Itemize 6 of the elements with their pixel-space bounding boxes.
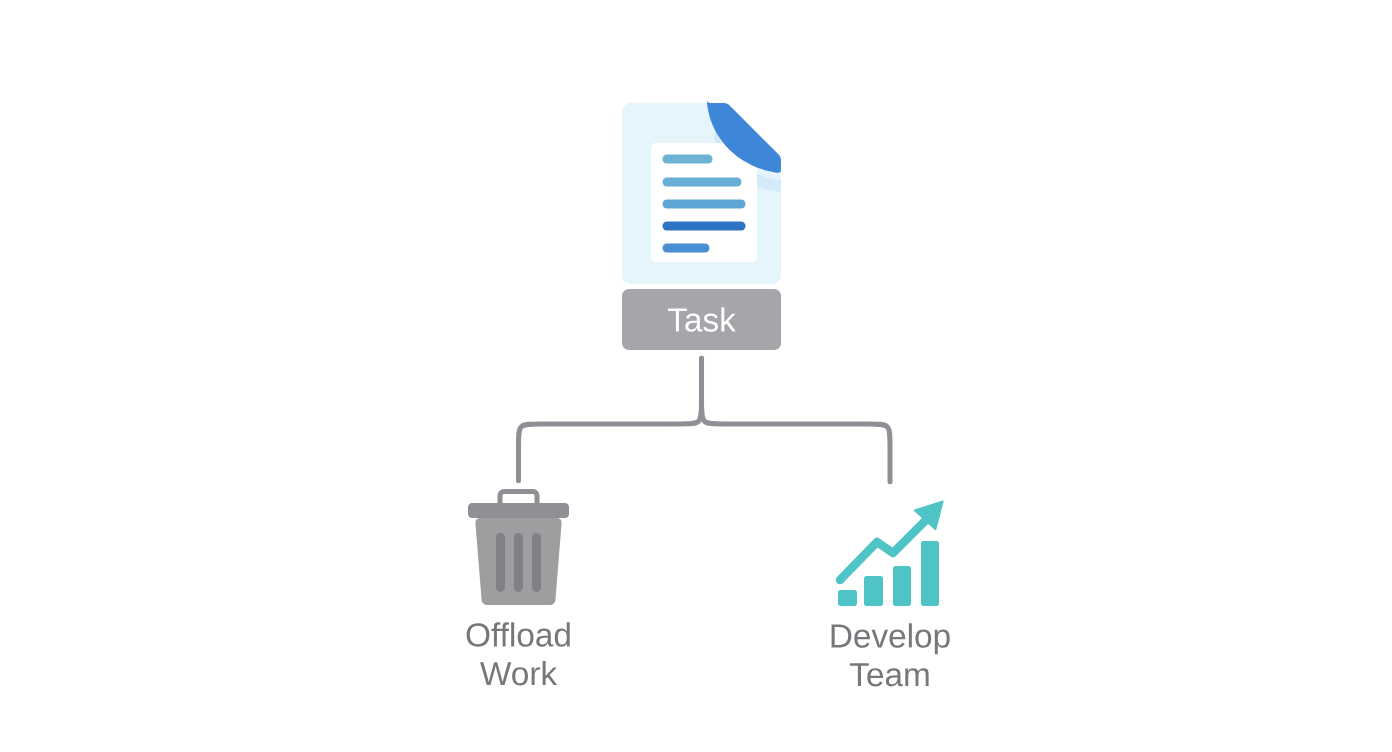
icon-caption: Offload Work (466, 622, 570, 686)
connector-line (699, 355, 893, 485)
growth-chart-icon (835, 500, 944, 606)
label-box: Task (622, 289, 781, 350)
icon-caption: Develop Team (831, 623, 950, 687)
trash-icon (468, 489, 569, 605)
